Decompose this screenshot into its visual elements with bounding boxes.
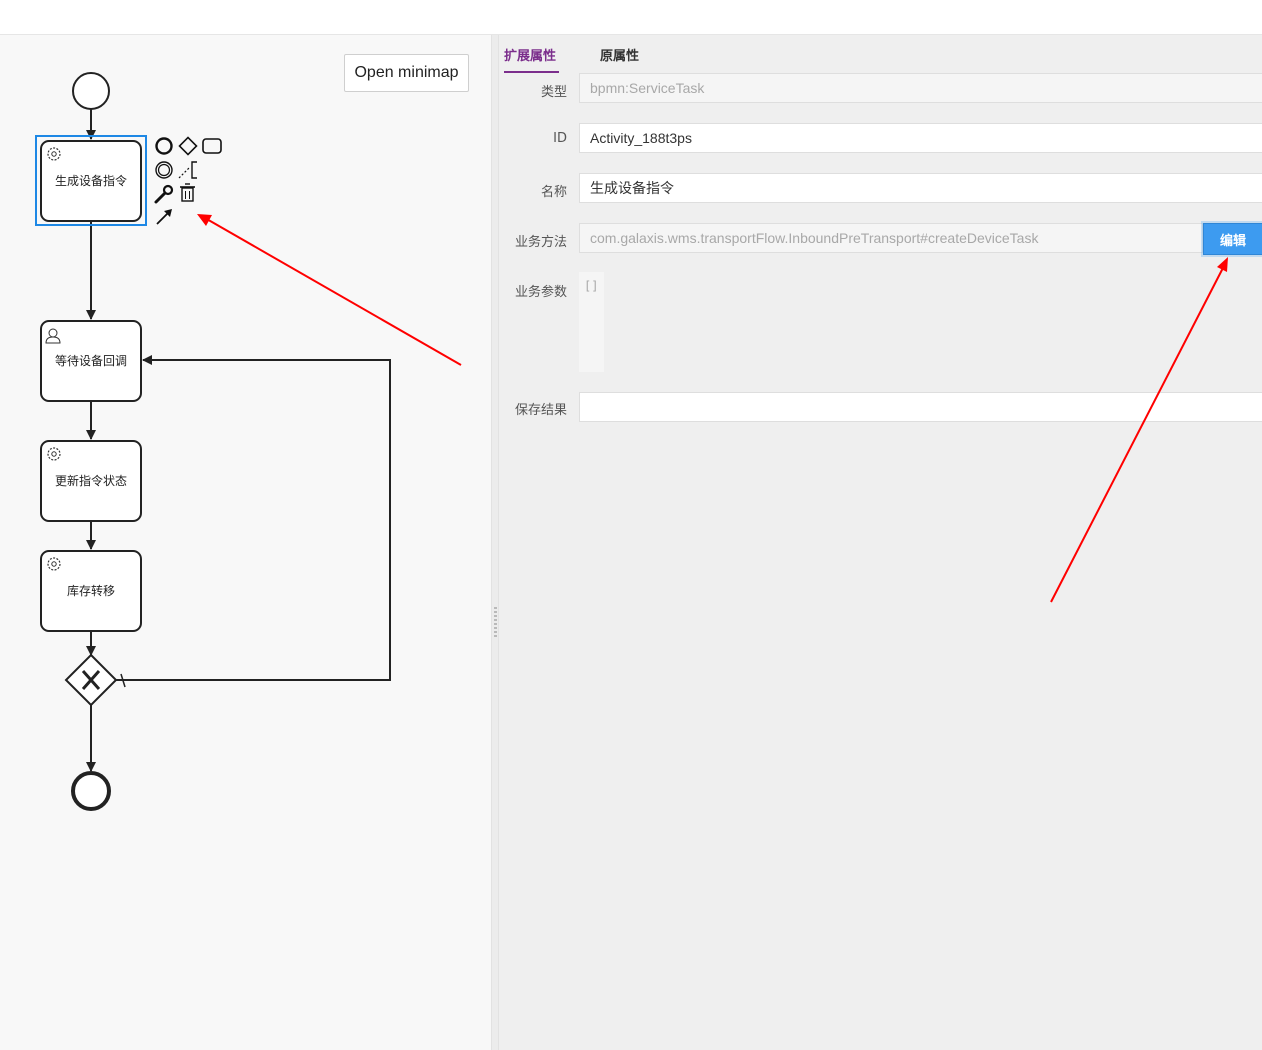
panel-splitter[interactable]: [491, 35, 499, 1050]
params-textarea[interactable]: []: [579, 272, 604, 372]
method-label: 业务方法: [514, 235, 567, 250]
edit-method-button[interactable]: 编辑: [1203, 223, 1262, 255]
properties-tabs: 扩展属性 原属性: [499, 35, 1262, 73]
task-label: 生成设备指令: [55, 173, 127, 188]
start-event-icon[interactable]: [155, 137, 173, 155]
context-pad[interactable]: [154, 136, 222, 225]
text-annotation-icon[interactable]: [178, 161, 197, 179]
exclusive-gateway[interactable]: [64, 653, 118, 707]
name-field[interactable]: 生成设备指令: [579, 173, 1262, 203]
intermediate-event-icon[interactable]: [155, 161, 173, 179]
connect-arrow-icon[interactable]: [156, 209, 172, 225]
bpmn-canvas[interactable]: 生成设备指令 等待设备回调 更新指令状态: [0, 35, 491, 1050]
task-label: 更新指令状态: [55, 473, 127, 488]
wrench-icon[interactable]: [154, 184, 174, 204]
delete-icon[interactable]: [180, 183, 195, 202]
type-field: bpmn:ServiceTask: [579, 73, 1262, 103]
task-user[interactable]: 等待设备回调: [40, 320, 142, 402]
top-bar: [0, 0, 1262, 35]
task-label: 库存转移: [67, 583, 115, 598]
gear-icon: [47, 447, 61, 461]
params-label: 业务参数: [514, 285, 567, 300]
task-service[interactable]: 更新指令状态: [40, 440, 142, 522]
tab-extended-properties[interactable]: 扩展属性: [504, 49, 557, 64]
default-flow-marker: [120, 673, 126, 688]
bpmn-diagram[interactable]: 生成设备指令 等待设备回调 更新指令状态: [0, 35, 491, 1050]
result-field[interactable]: [579, 392, 1262, 422]
method-field: com.galaxis.wms.transportFlow.InboundPre…: [579, 223, 1203, 253]
selection-outline: [35, 135, 147, 226]
task-service[interactable]: 库存转移: [40, 550, 142, 632]
type-label: 类型: [540, 85, 567, 100]
id-label: ID: [553, 131, 567, 146]
user-icon: [45, 328, 61, 344]
sequence-flow-loop[interactable]: [116, 355, 391, 681]
properties-panel: 扩展属性 原属性 类型 bpmn:ServiceTask ID Activity…: [499, 35, 1262, 1050]
open-minimap-button[interactable]: Open minimap: [344, 54, 469, 92]
gear-icon: [47, 147, 61, 161]
end-event[interactable]: [71, 771, 111, 811]
task-label: 等待设备回调: [55, 354, 127, 368]
task-service[interactable]: 生成设备指令: [40, 140, 142, 222]
name-label: 名称: [540, 185, 567, 200]
id-field[interactable]: Activity_188t3ps: [579, 123, 1262, 153]
gateway-icon[interactable]: [178, 136, 198, 156]
tab-original-properties[interactable]: 原属性: [600, 49, 640, 64]
gear-icon: [47, 557, 61, 571]
start-event[interactable]: [72, 72, 110, 110]
task-icon[interactable]: [202, 138, 222, 154]
result-label: 保存结果: [514, 403, 567, 418]
active-tab-indicator: [504, 71, 559, 73]
splitter-grip[interactable]: [494, 607, 497, 637]
